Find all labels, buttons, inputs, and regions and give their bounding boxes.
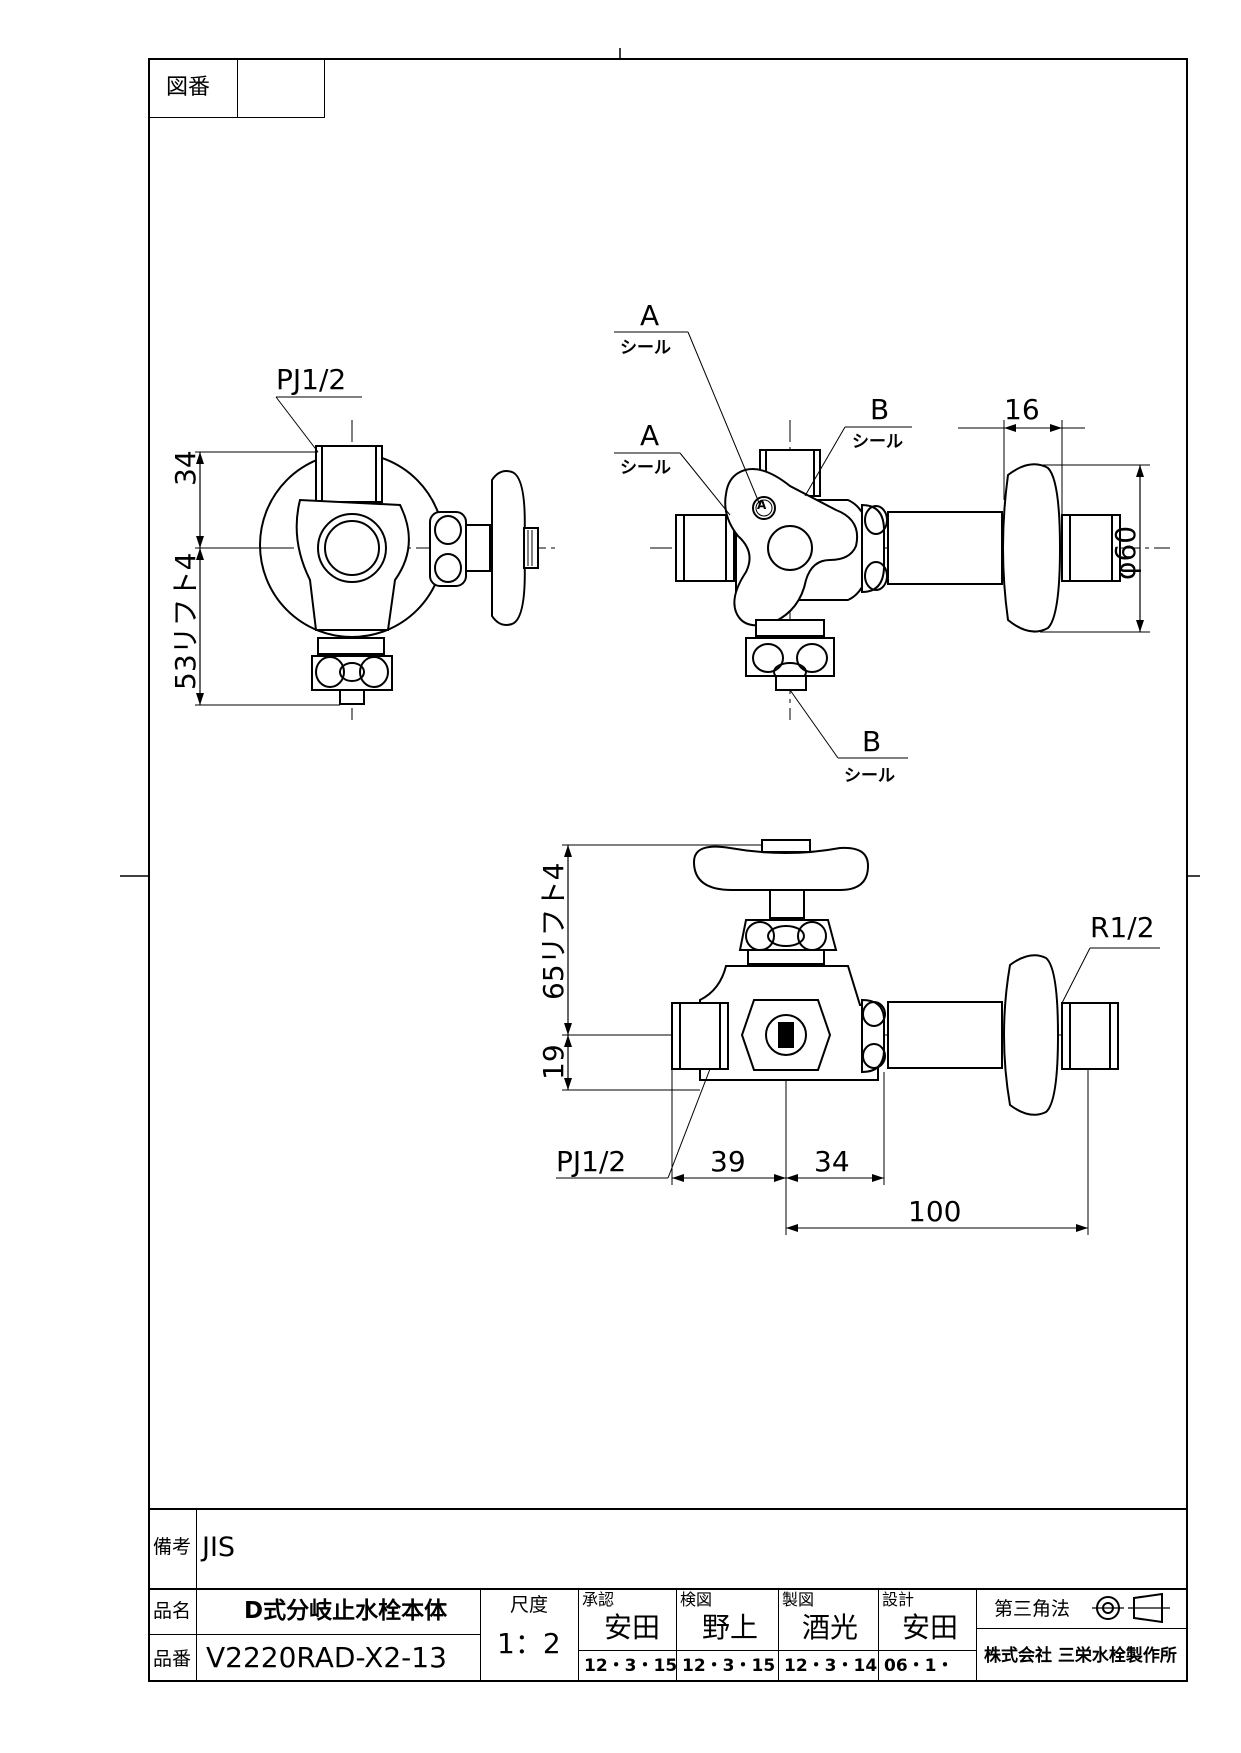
number-label: 品番: [153, 1648, 192, 1670]
front-b-bottom: B: [862, 725, 882, 758]
design-name: 安田: [902, 1611, 959, 1644]
approved-column-rule: [578, 1588, 579, 1682]
front-view: [614, 331, 1170, 759]
front-marker-a: A: [757, 498, 767, 512]
projection-company-rule: [976, 1628, 1188, 1629]
design-label: 設計: [882, 1590, 915, 1609]
side-view: [195, 396, 555, 720]
approved-label: 承認: [582, 1590, 615, 1609]
projection-label: 第三角法: [994, 1598, 1071, 1620]
projection-column-rule: [976, 1588, 977, 1682]
side-thread-label: PJ1/2: [276, 363, 347, 396]
design-column-rule: [878, 1588, 879, 1682]
front-a-mid: A: [640, 419, 660, 452]
number-value: V2220RAD-X2-13: [206, 1641, 447, 1674]
front-b-top: B: [870, 393, 890, 426]
drawing-sheet: [148, 58, 1188, 1682]
plan-thread-outlet: R1/2: [1090, 911, 1155, 944]
checked-label: 検図: [680, 1590, 713, 1609]
front-b-top-note: シール: [852, 432, 903, 452]
drawing-no-divider: [237, 58, 238, 118]
scale-label: 尺度: [510, 1594, 549, 1616]
drawing-no-label: 図番: [166, 75, 211, 100]
name-number-rule: [148, 1634, 480, 1635]
plan-dim-39: 39: [710, 1145, 746, 1178]
front-dim-16: 16: [1004, 393, 1040, 426]
front-a-top-note: シール: [620, 338, 671, 358]
scale-column-rule: [480, 1588, 481, 1682]
remarks-value: JIS: [202, 1532, 236, 1563]
plan-dim-34: 34: [814, 1145, 850, 1178]
remarks-label: 備考: [153, 1536, 192, 1558]
drawn-column-rule: [778, 1588, 779, 1682]
checked-date: 12・3・15: [682, 1656, 776, 1676]
drawn-name: 酒光: [802, 1611, 859, 1644]
company-name: 株式会社 三栄水栓製作所: [984, 1646, 1177, 1666]
approved-name: 安田: [604, 1611, 661, 1644]
front-b-bottom-note: シール: [844, 766, 895, 786]
scale-value: 1：2: [497, 1627, 561, 1660]
name-label: 品名: [153, 1600, 192, 1622]
label-column-rule: [196, 1508, 197, 1682]
front-a-top: A: [640, 299, 660, 332]
checked-name: 野上: [702, 1611, 759, 1644]
title-block-top-rule: [148, 1508, 1188, 1510]
checked-column-rule: [676, 1588, 677, 1682]
dates-rule: [578, 1650, 976, 1651]
design-date: 06・1・: [884, 1656, 954, 1676]
approved-date: 12・3・15: [584, 1656, 678, 1676]
drawn-label: 製図: [782, 1590, 815, 1609]
plan-thread-inlet: PJ1/2: [556, 1145, 627, 1178]
drawing-no-box: [148, 58, 325, 118]
plan-dim-100: 100: [908, 1195, 962, 1228]
front-a-mid-note: シール: [620, 458, 671, 478]
drawn-date: 12・3・14: [784, 1656, 878, 1676]
title-block-mid-rule: [148, 1588, 1188, 1590]
name-value: D式分岐止水栓本体: [244, 1598, 448, 1624]
plan-view: [556, 839, 1160, 1235]
